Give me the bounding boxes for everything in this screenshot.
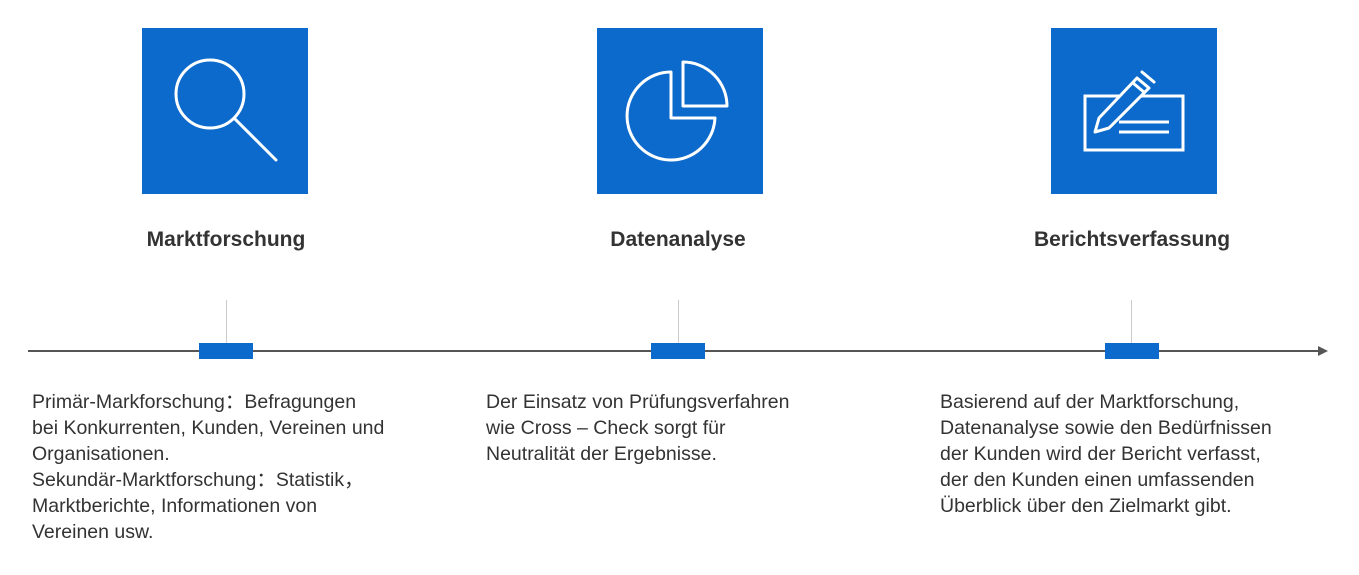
- step-1-title: Marktforschung: [146, 228, 306, 251]
- step-3-connector: [1131, 300, 1132, 344]
- step-2-marker: [651, 343, 705, 359]
- step-2-icon-box: [597, 28, 763, 194]
- arrow-right-icon: [1318, 346, 1328, 356]
- pie-chart-icon: [625, 60, 729, 162]
- step-1-marker: [199, 343, 253, 359]
- step-1-icon-box: [142, 28, 308, 194]
- report-writing-icon: [1083, 70, 1185, 152]
- magnifier-icon: [174, 58, 278, 162]
- step-1-description: Primär-Markforschung：Befragungen bei Kon…: [32, 391, 385, 543]
- step-3-icon-box: [1051, 28, 1217, 194]
- step-3-title: Berichtsverfassung: [1033, 228, 1231, 251]
- step-2-title: Datenanalyse: [610, 228, 746, 251]
- step-2-description: Der Einsatz von Prüfungsverfahren wie Cr…: [486, 391, 790, 465]
- step-3-description: Basierend auf der Marktforschung, Datena…: [940, 391, 1272, 517]
- step-2-connector: [678, 300, 679, 344]
- step-3-marker: [1105, 343, 1159, 359]
- step-1-connector: [226, 300, 227, 344]
